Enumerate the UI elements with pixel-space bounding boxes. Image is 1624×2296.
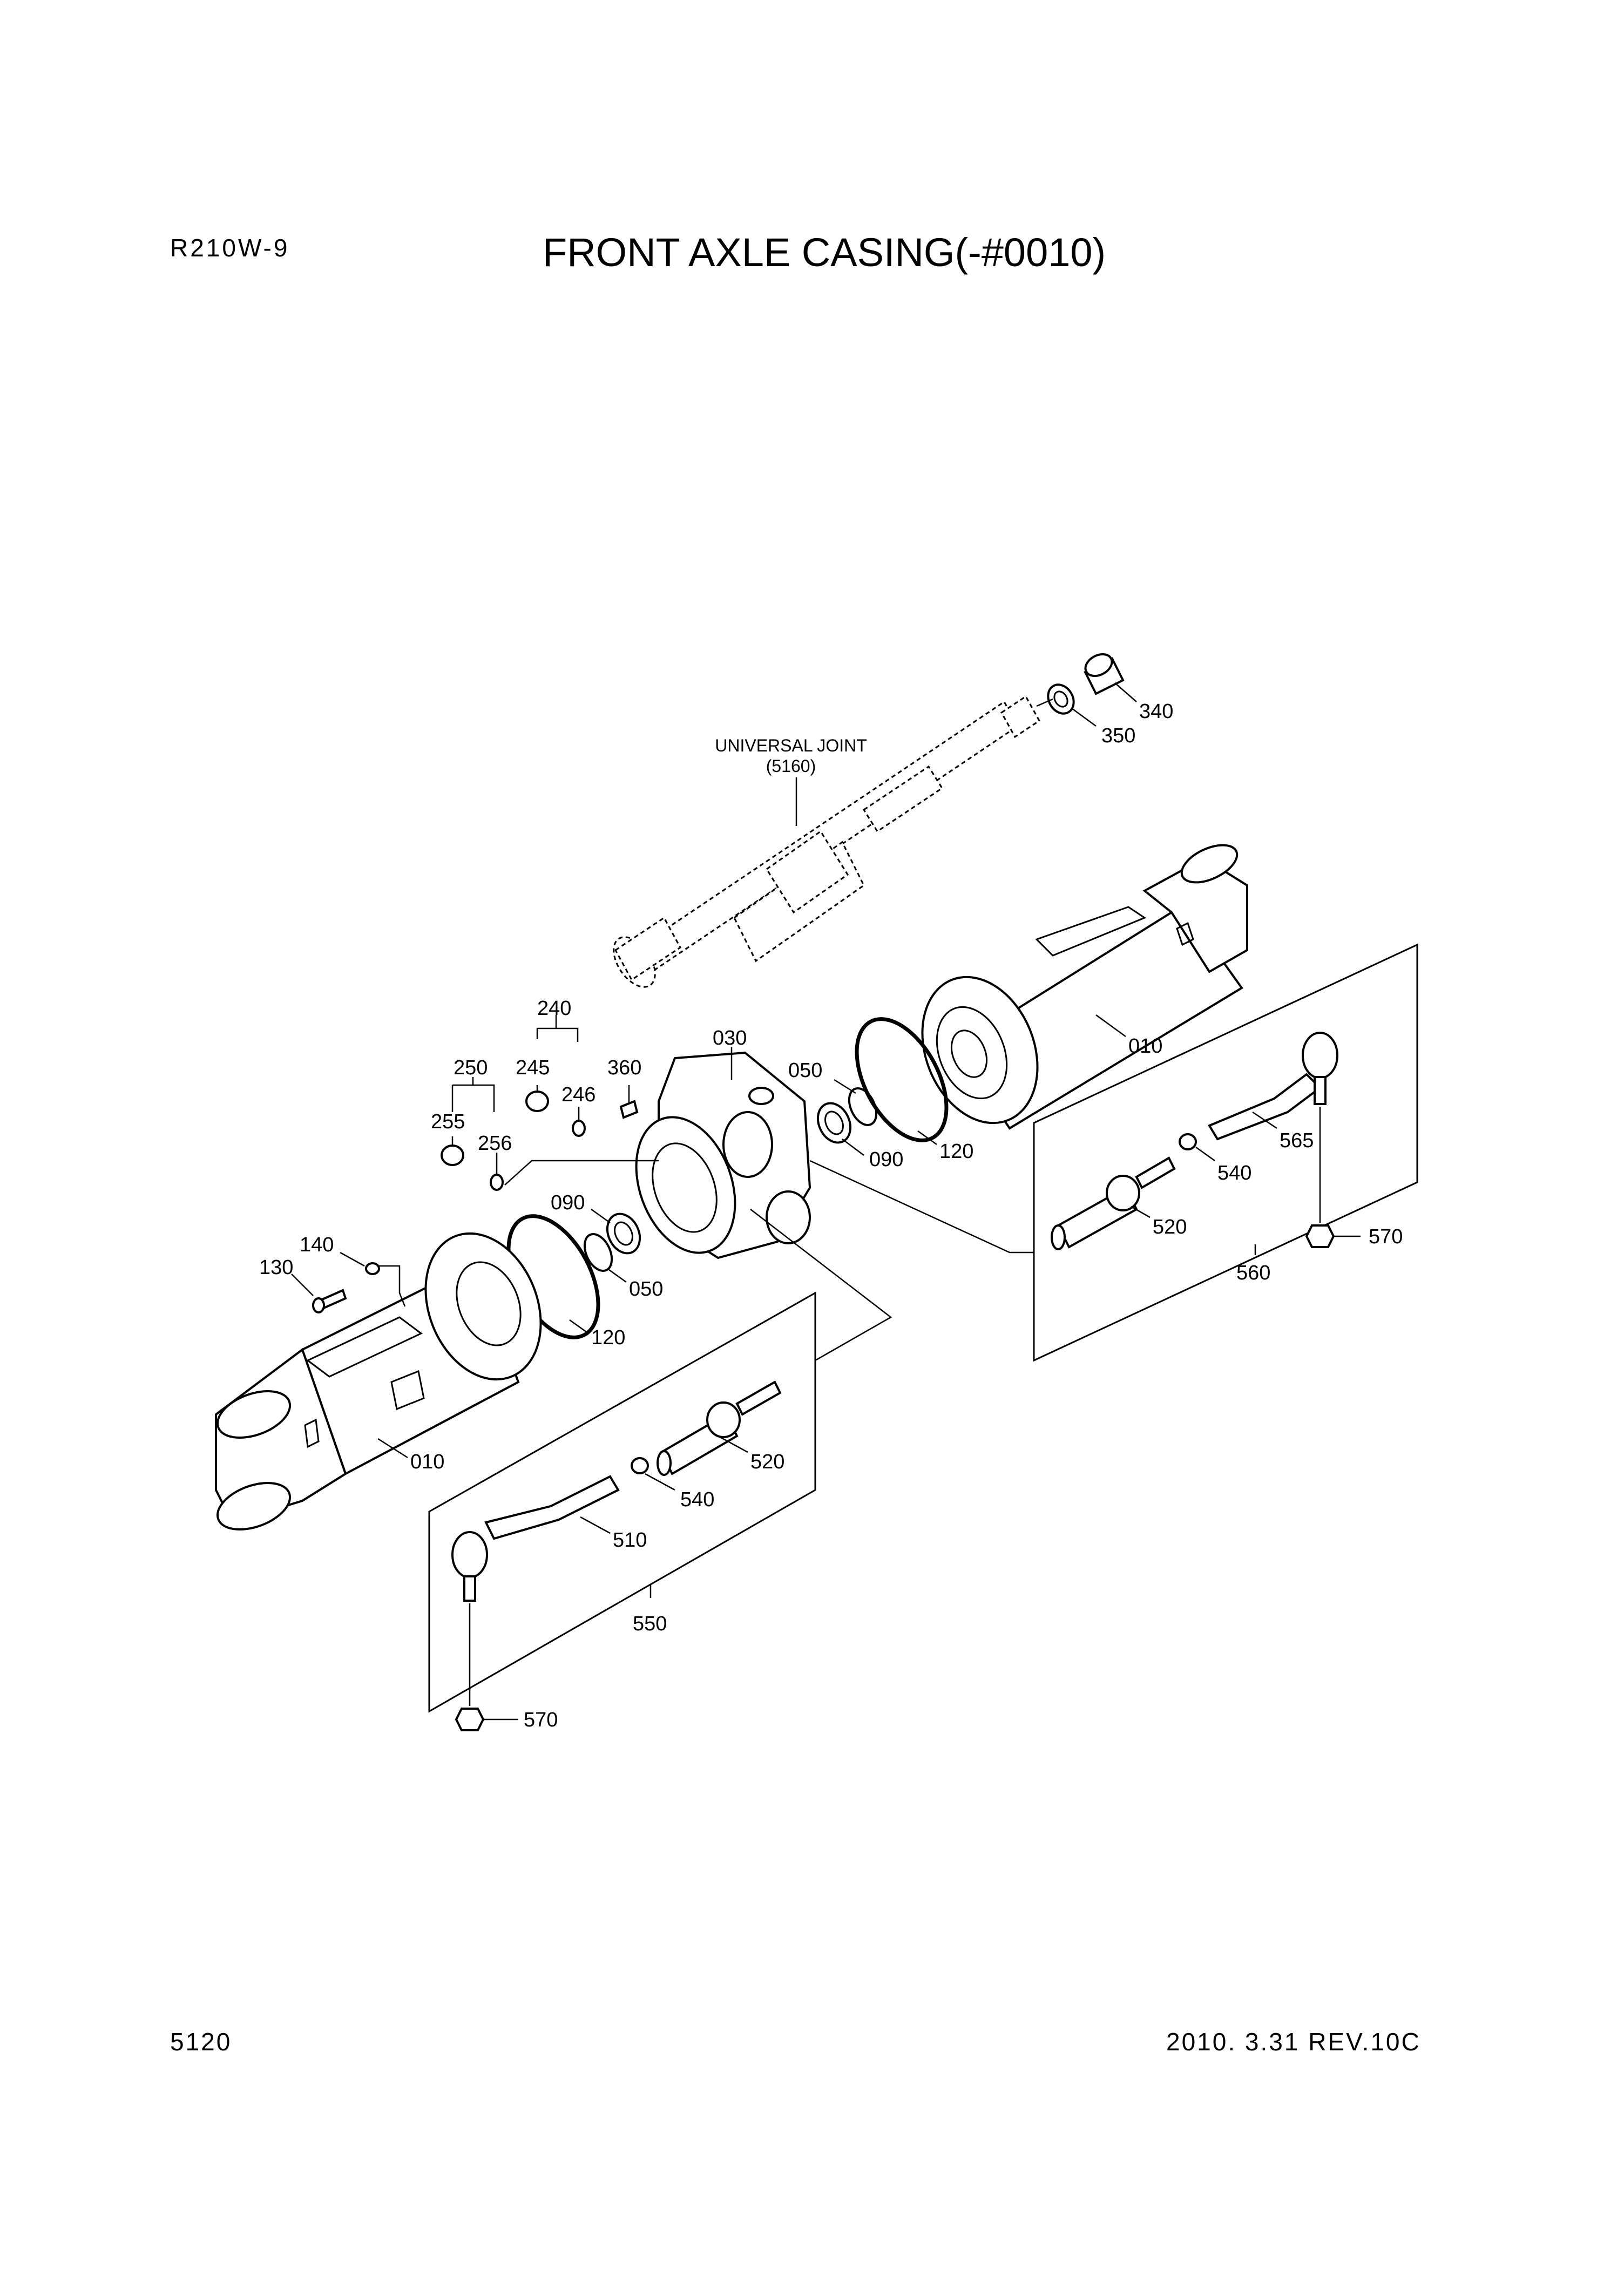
bracket-250	[451, 1084, 495, 1112]
callout-350: 350	[1101, 724, 1135, 747]
callout-universal-joint-ref: (5160)	[766, 756, 816, 776]
leader-540-left	[645, 1473, 675, 1491]
callout-050-left: 050	[629, 1278, 663, 1301]
callout-090-left: 090	[551, 1191, 585, 1214]
callout-090-right: 090	[869, 1148, 903, 1171]
axle-housing-right	[921, 844, 1248, 1130]
page-title: FRONT AXLE CASING(-#0010)	[543, 230, 1106, 275]
callout-520-right: 520	[1153, 1216, 1187, 1238]
callout-universal-joint: UNIVERSAL JOINT	[715, 736, 867, 755]
leader-520-right	[1131, 1205, 1151, 1218]
tie-rod-565	[1208, 1032, 1338, 1141]
callout-010-left: 010	[410, 1451, 444, 1473]
model-code: R210W-9	[170, 234, 290, 262]
callout-120-right: 120	[939, 1140, 973, 1163]
callout-245: 245	[516, 1056, 550, 1079]
washer-140	[365, 1262, 380, 1275]
carrier-030	[635, 1051, 811, 1259]
callout-540-left: 540	[680, 1488, 714, 1511]
callout-246: 246	[561, 1083, 596, 1106]
leader-090-left	[591, 1208, 611, 1224]
leader-565	[1252, 1111, 1277, 1129]
leader-130	[291, 1274, 314, 1296]
page-number: 5120	[170, 2028, 232, 2056]
universal-joint-shaft	[613, 695, 1040, 988]
callout-565: 565	[1280, 1129, 1314, 1152]
callout-120-left: 120	[591, 1326, 625, 1349]
group-frame-560	[1033, 943, 1418, 1362]
leader-540-right	[1195, 1146, 1215, 1162]
plug-360	[619, 1100, 639, 1119]
callout-050-right: 050	[788, 1059, 822, 1082]
leader-050-right	[834, 1079, 856, 1094]
leader-090-right	[842, 1139, 864, 1156]
callout-255: 255	[431, 1110, 465, 1133]
leader-120-left	[569, 1319, 589, 1335]
seal-350	[1047, 683, 1075, 715]
callout-030: 030	[713, 1027, 747, 1049]
callout-250: 250	[454, 1056, 488, 1079]
leader-140	[340, 1251, 365, 1267]
tie-rod-joint-520-right	[1051, 1156, 1176, 1250]
leader-010-right	[1095, 1014, 1126, 1038]
group-frame-550	[428, 1291, 816, 1713]
bearing-090-right	[816, 1102, 852, 1144]
leader-140-housing	[378, 1265, 406, 1307]
callout-010-right: 010	[1128, 1035, 1162, 1058]
callout-570-right: 570	[1369, 1225, 1403, 1248]
callout-256: 256	[478, 1132, 512, 1155]
callout-550: 550	[633, 1613, 667, 1635]
leader-shaft-350	[1036, 698, 1053, 707]
tie-rod-joint-520-left	[657, 1380, 782, 1476]
o-ring-256	[490, 1174, 504, 1191]
bolt-130	[312, 1289, 347, 1313]
callout-540-right: 540	[1217, 1162, 1251, 1184]
nut-570-left	[455, 1708, 485, 1731]
leader-050-left	[607, 1268, 627, 1283]
nut-540-right	[1179, 1133, 1197, 1150]
callout-360: 360	[607, 1056, 641, 1079]
leader-010-left	[377, 1438, 408, 1459]
callout-570-left: 570	[524, 1709, 558, 1731]
leader-350	[1071, 707, 1097, 727]
callout-240: 240	[537, 997, 571, 1020]
callout-510: 510	[613, 1529, 647, 1552]
o-ring-246	[572, 1120, 586, 1137]
leader-256-carrier	[504, 1160, 659, 1186]
callout-340: 340	[1139, 700, 1173, 723]
callout-140: 140	[300, 1234, 334, 1256]
tie-rod-510	[451, 1475, 620, 1602]
leader-520-left	[718, 1435, 748, 1453]
leader-510	[580, 1516, 611, 1534]
shim-050-left	[583, 1233, 613, 1272]
leader-340	[1114, 682, 1137, 702]
axle-housing-left	[215, 1232, 542, 1530]
callout-520-left: 520	[750, 1451, 784, 1473]
bearing-090-left	[606, 1213, 641, 1255]
nut-540-left	[631, 1457, 649, 1474]
o-ring-120-right	[855, 1017, 949, 1142]
plug-255	[441, 1144, 464, 1166]
leader-carrier-550	[750, 1209, 892, 1362]
callout-130: 130	[259, 1256, 293, 1279]
bushing-340	[1084, 653, 1125, 695]
callout-560: 560	[1236, 1262, 1270, 1284]
nut-570-right	[1305, 1224, 1335, 1248]
leader-carrier-560	[809, 1160, 1034, 1254]
revision-date: 2010. 3.31 REV.10C	[1166, 2028, 1421, 2056]
plug-245	[525, 1091, 549, 1112]
leader-120-right	[917, 1130, 937, 1146]
bracket-240	[536, 1027, 579, 1042]
